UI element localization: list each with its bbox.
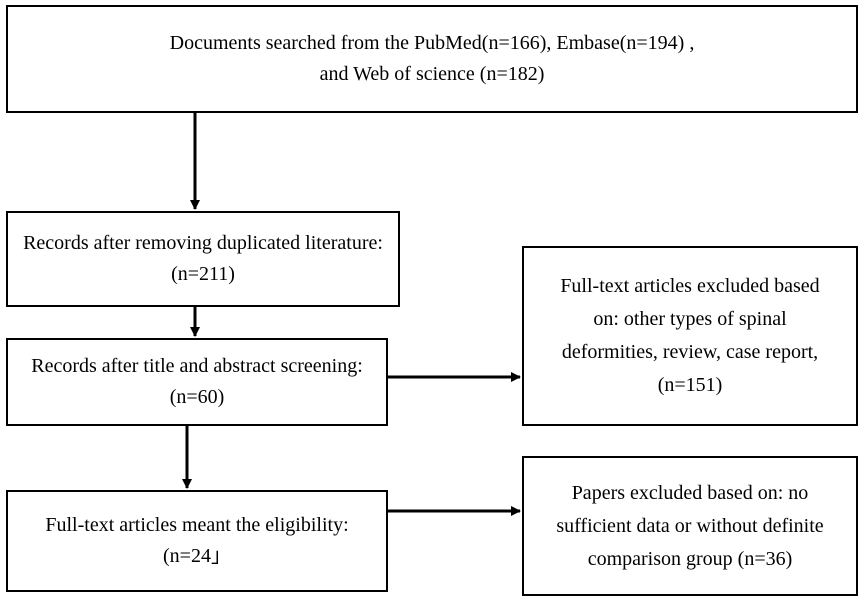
excluded-fulltext-line-1: Full-text articles excluded based [560,275,820,297]
screened-line-1: Records after title and abstract screeni… [31,355,363,377]
excluded-fulltext-line-2: on: other types of spinal [593,308,787,330]
excluded-papers-line-2: sufficient data or without definite [556,514,824,537]
excluded-papers-line-1: Papers excluded based on: no [571,481,809,504]
deduplicated-line-2: (n=211) [171,263,235,285]
search-line-1: Documents searched from the PubMed(n=166… [169,32,695,54]
deduplicated-line-1: Records after removing duplicated litera… [23,232,383,254]
screened-box: Records after title and abstract screeni… [6,338,388,426]
search-line-2: and Web of science (n=182) [319,63,545,85]
excluded-fulltext-line-3: deformities, review, case report, [561,341,819,363]
excluded-papers-line-3: comparison group (n=36) [587,547,793,570]
screened-line-2: (n=60) [169,386,225,408]
eligible-box: Full-text articles meant the eligibility… [6,490,388,592]
search-box: Documents searched from the PubMed(n=166… [6,5,858,113]
eligible-line-2: (n=24」 [163,545,231,567]
excluded-fulltext-line-4: (n=151) [657,374,723,396]
excluded-papers-box: Papers excluded based on: no sufficient … [522,456,858,596]
deduplicated-box: Records after removing duplicated litera… [6,211,400,307]
excluded-fulltext-box: Full-text articles excluded based on: ot… [522,246,858,426]
eligible-line-1: Full-text articles meant the eligibility… [45,514,349,536]
